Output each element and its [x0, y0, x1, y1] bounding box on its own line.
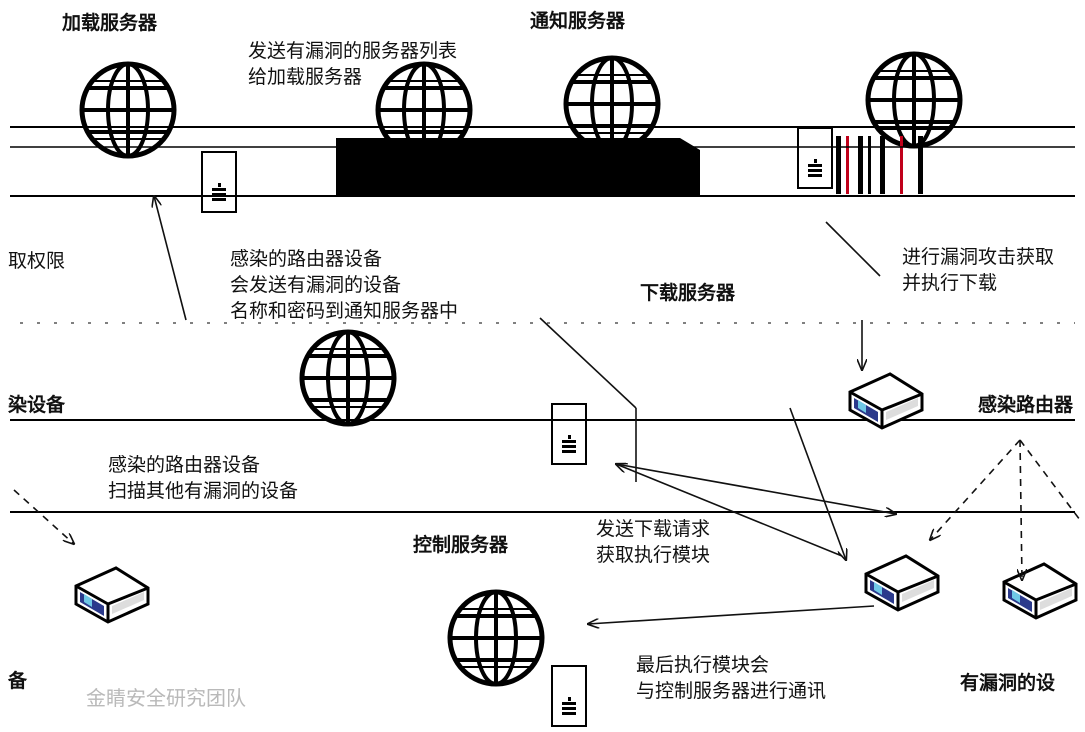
- middle-server-globe-icon: [302, 332, 394, 424]
- vulnerable-device-right-label: 有漏洞的设: [960, 672, 1056, 694]
- note-infected-scans-line-2: 扫描其他有漏洞的设备: [108, 480, 299, 502]
- band-lines: [10, 126, 1075, 513]
- note-infected-scans-line-1: 感染的路由器设备: [108, 454, 261, 476]
- note-download-request: 发送下载请求 获取执行模块: [596, 516, 710, 568]
- watermark-text: 金睛安全研究团队: [86, 686, 246, 710]
- note-download-request-line-1: 发送下载请求: [596, 518, 711, 540]
- load-server-label: 加载服务器: [62, 12, 158, 34]
- notify-relay-globe-icon: [566, 58, 658, 150]
- note-send-list-line-2: 给加载服务器: [248, 66, 363, 88]
- monitor-panel-icon: [336, 136, 923, 196]
- download-server-label: 下载服务器: [640, 282, 736, 304]
- control-server-label: 控制服务器: [413, 534, 509, 556]
- notify-server-tower-icon: [797, 127, 833, 189]
- infected-device-left-label: 染设备: [8, 394, 66, 416]
- note-download-request-line-2: 获取执行模块: [596, 544, 711, 566]
- note-infected-sends-line-2: 会发送有漏洞的设备: [230, 274, 402, 296]
- note-send-list-line-1: 发送有漏洞的服务器列表: [248, 40, 458, 62]
- download-server-globe-icon: [868, 54, 960, 146]
- dashed-arrows: [13, 439, 1081, 580]
- infected-router-label: 感染路由器: [978, 394, 1074, 416]
- middle-server-tower-icon: [551, 403, 587, 465]
- note-infected-scans: 感染的路由器设备 扫描其他有漏洞的设备: [108, 452, 298, 504]
- note-final-comm: 最后执行模块会 与控制服务器进行通讯: [636, 652, 826, 704]
- load-server-globe-icon: [82, 64, 174, 156]
- notify-server-label: 通知服务器: [530, 10, 626, 32]
- load-server-tower-icon: [201, 151, 237, 213]
- router-vulnerable-right-icon: [1002, 562, 1078, 620]
- control-server-globe-icon: [450, 592, 542, 684]
- vulnerable-device-left-label: 备: [8, 670, 28, 692]
- note-exploit-line-1: 进行漏洞攻击获取: [902, 246, 1055, 268]
- router-vulnerable-left-icon: [74, 566, 150, 624]
- note-send-list: 发送有漏洞的服务器列表 给加载服务器: [248, 38, 457, 90]
- note-infected-sends-line-3: 名称和密码到通知服务器中: [230, 300, 459, 322]
- note-exploit: 进行漏洞攻击获取 并执行下载: [902, 244, 1054, 296]
- note-infected-sends-line-1: 感染的路由器设备: [230, 248, 383, 270]
- note-final-comm-line-2: 与控制服务器进行通讯: [636, 680, 827, 702]
- arrows: [154, 196, 896, 624]
- note-exploit-line-2: 并执行下载: [902, 272, 998, 294]
- control-server-tower-icon: [551, 665, 587, 727]
- note-infected-sends: 感染的路由器设备 会发送有漏洞的设备 名称和密码到通知服务器中: [230, 246, 458, 324]
- note-final-comm-line-1: 最后执行模块会: [636, 654, 770, 676]
- note-permission: 取权限: [8, 250, 66, 272]
- router-infected-right-icon: [864, 554, 940, 612]
